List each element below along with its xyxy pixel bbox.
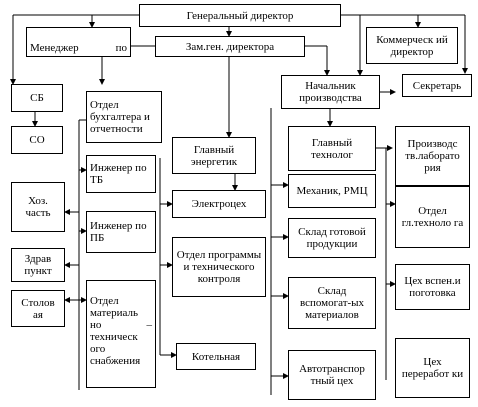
canteen-label: Столов ая [21, 296, 55, 321]
so-box: СО [11, 126, 63, 154]
transport-shop-box: Автотранспор тный цех [288, 350, 376, 400]
lab-box: Производс тв.лаборато рия [395, 126, 470, 186]
processing-shop-label: Цех переработ ки [401, 356, 464, 380]
boiler-box: Котельная [176, 343, 256, 370]
lab-label: Производс тв.лаборато рия [405, 138, 460, 174]
supply-dept-label: Отдел материаль но – техническ ого снабж… [90, 295, 152, 367]
electroshop-box: Электроцех [172, 190, 266, 218]
so-label: СО [29, 134, 45, 146]
production-head-label: Начальник производства [299, 80, 362, 104]
safety-engineer-box: Инженер по ТБ [86, 155, 156, 193]
accounting-box: Отдел бухгалтера и отчетности [86, 91, 162, 143]
sb-label: СБ [30, 92, 44, 104]
sb-box: СБ [11, 84, 63, 112]
transport-shop-label: Автотранспор тный цех [299, 363, 365, 387]
hr-manager-label: Менеджер по персоналу [30, 42, 127, 56]
mechanic-box: Механик, РМЦ [288, 174, 376, 208]
general-director-label: Генеральный директор [186, 9, 294, 22]
commercial-director-label: Коммерческ ий директор [376, 33, 448, 58]
aux-warehouse-label: Склад вспомогат-ых материалов [299, 285, 365, 321]
fire-engineer-label: Инженер по ПБ [90, 220, 147, 244]
mechanic-label: Механик, РМЦ [296, 185, 368, 197]
chief-power-engineer-box: Главный энергетик [172, 137, 256, 174]
electroshop-label: Электроцех [191, 198, 247, 210]
program-dept-label: Отдел программы и технического контроля [176, 249, 262, 285]
fire-engineer-box: Инженер по ПБ [86, 211, 156, 253]
aux-warehouse-box: Склад вспомогат-ых материалов [288, 277, 376, 329]
canteen-box: Столов ая [11, 290, 65, 327]
secretary-box: Секретарь [402, 74, 472, 97]
boiler-label: Котельная [191, 350, 241, 363]
deputy-director-box: Зам.ген. директора [155, 36, 305, 57]
commercial-director-box: Коммерческ ий директор [366, 27, 458, 64]
tech-dept-box: Отдел гл.техноло га [395, 186, 470, 248]
production-head-box: Начальник производства [281, 75, 380, 109]
health-post-box: Здрав пункт [11, 248, 65, 282]
household-box: Хоз. часть [11, 182, 65, 232]
secretary-label: Секретарь [412, 79, 462, 92]
finished-goods-label: Склад готовой продукции [298, 226, 366, 250]
chief-technologist-label: Главный технолог [311, 136, 353, 161]
finished-goods-box: Склад готовой продукции [288, 218, 376, 258]
chief-power-engineer-label: Главный энергетик [190, 143, 238, 168]
household-label: Хоз. часть [25, 195, 51, 219]
health-post-label: Здрав пункт [24, 253, 52, 277]
accounting-label: Отдел бухгалтера и отчетности [90, 99, 150, 135]
hr-manager-box: Менеджер по персоналу [26, 27, 131, 57]
tech-dept-label: Отдел гл.техноло га [401, 205, 464, 229]
deputy-director-label: Зам.ген. директора [185, 40, 275, 53]
processing-shop-box: Цех переработ ки [395, 338, 470, 398]
program-dept-box: Отдел программы и технического контроля [172, 237, 266, 297]
supply-dept-box: Отдел материаль но – техническ ого снабж… [86, 280, 156, 388]
general-director-box: Генеральный директор [139, 4, 341, 27]
aux-shop-label: Цех вспен.и поготовка [404, 275, 461, 299]
safety-engineer-label: Инженер по ТБ [90, 162, 147, 186]
chief-technologist-box: Главный технолог [288, 126, 376, 171]
aux-shop-box: Цех вспен.и поготовка [395, 264, 470, 310]
